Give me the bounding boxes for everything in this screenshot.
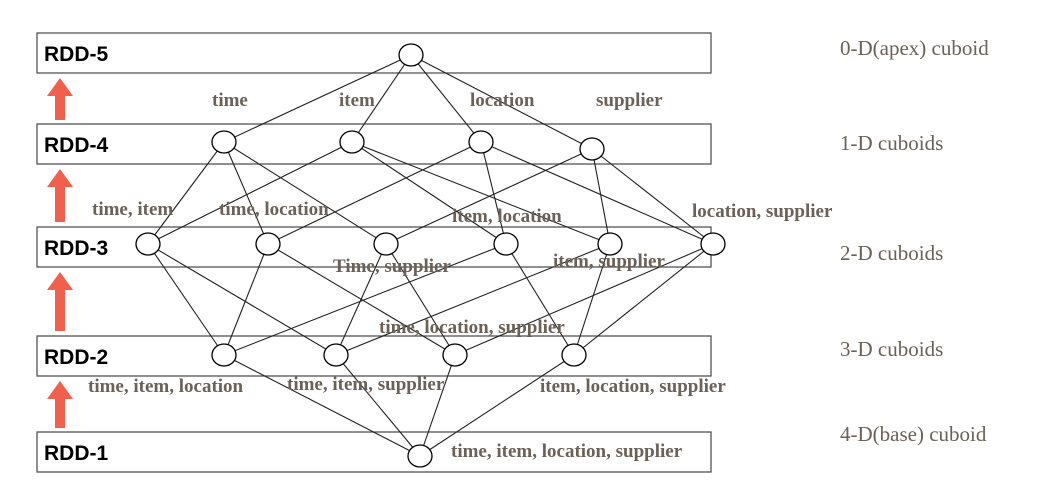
node-til	[211, 343, 237, 367]
edge-item-il	[351, 141, 507, 245]
node-time	[211, 130, 237, 154]
up-arrow-icon	[47, 78, 73, 120]
rdd-4-label: RDD-4	[44, 134, 108, 157]
level-labels: 0-D(apex) cuboid 1-D cuboids 2-D cuboids…	[840, 36, 989, 446]
rdd-5-label: RDD-5	[44, 43, 108, 66]
node-label-time-item: time, item	[92, 199, 173, 220]
edge-location-il	[480, 141, 507, 245]
node-label-time-location: time, location	[219, 199, 329, 220]
rdd-5-box	[36, 32, 712, 74]
node-label-item: item	[339, 90, 375, 111]
node-label-item-location: item, location	[452, 206, 562, 227]
edge-supplier-ls	[591, 148, 714, 245]
node-label-time-item-supplier: time, item, supplier	[287, 374, 445, 395]
edge-ts-tis	[335, 243, 387, 356]
node-tl	[255, 232, 281, 256]
node-label-supplier: supplier	[596, 90, 663, 111]
node-ls	[700, 232, 726, 256]
node-label-time-supplier: Time, supplier	[333, 256, 451, 277]
edge-ts-tls	[385, 243, 456, 356]
node-ti	[135, 232, 161, 256]
edge-til-base	[223, 354, 421, 457]
edge-location-tl	[267, 141, 482, 245]
edge-ls-tls	[454, 243, 714, 356]
edge-tis-base	[335, 354, 421, 457]
node-labels: time item location supplier time, item t…	[88, 90, 833, 462]
edge-apex-supplier	[410, 54, 593, 150]
node-label-time: time	[212, 90, 248, 111]
edge-il-til	[223, 243, 507, 356]
edge-item-is	[351, 141, 611, 245]
edge-supplier-ts	[385, 148, 593, 245]
level-label-0d: 0-D(apex) cuboid	[840, 36, 989, 60]
rdd-2-box	[36, 335, 712, 377]
node-location	[468, 130, 494, 154]
node-item	[339, 130, 365, 154]
rdd-3-label: RDD-3	[44, 237, 108, 260]
edge-ti-til	[147, 243, 225, 356]
edge-time-ti	[147, 141, 225, 245]
edge-apex-item	[351, 54, 412, 143]
level-label-4d: 4-D(base) cuboid	[840, 422, 987, 446]
node-tis	[323, 343, 349, 367]
node-label-time-item-location: time, item, location	[88, 376, 244, 397]
node-ils	[561, 343, 587, 367]
rdd-labels: RDD-5 RDD-4 RDD-3 RDD-2 RDD-1	[44, 43, 108, 465]
node-tls	[442, 343, 468, 367]
edge-time-tl	[223, 141, 269, 245]
node-label-time-location-supplier: time, location, supplier	[379, 317, 565, 338]
edge-is-tis	[335, 243, 611, 356]
node-label-item-supplier: item, supplier	[553, 251, 665, 272]
edge-ls-ils	[573, 243, 714, 356]
edge-ti-tis	[147, 243, 337, 356]
level-label-3d: 3-D cuboids	[840, 337, 943, 361]
edge-location-ls	[480, 141, 714, 245]
edge-ils-base	[419, 354, 575, 457]
node-base	[407, 444, 433, 468]
lattice-edges	[147, 54, 714, 457]
edge-tls-base	[419, 354, 456, 457]
edge-is-ils	[573, 243, 611, 356]
edge-apex-time	[223, 54, 412, 143]
lattice-nodes	[135, 43, 726, 468]
node-is	[597, 232, 623, 256]
node-supplier	[579, 137, 605, 161]
node-ts	[373, 232, 399, 256]
node-il	[493, 232, 519, 256]
up-arrows	[47, 78, 73, 428]
edge-tl-til	[223, 243, 269, 356]
edge-il-ils	[505, 243, 575, 356]
level-label-1d: 1-D cuboids	[840, 131, 943, 155]
level-label-2d: 2-D cuboids	[840, 241, 943, 265]
node-label-item-location-supplier: item, location, supplier	[540, 376, 726, 397]
node-apex	[398, 43, 424, 67]
up-arrow-icon	[47, 169, 73, 222]
up-arrow-icon	[47, 272, 73, 331]
rdd-4-box	[36, 123, 712, 165]
edge-time-ts	[223, 141, 387, 245]
node-label-location-supplier: location, supplier	[692, 201, 833, 222]
edge-apex-location	[410, 54, 482, 143]
up-arrow-icon	[47, 381, 73, 428]
rdd-1-box	[36, 431, 712, 473]
node-label-location: location	[470, 90, 535, 111]
node-label-base: time, item, location, supplier	[451, 441, 683, 462]
rdd-1-label: RDD-1	[44, 442, 108, 465]
rdd-2-label: RDD-2	[44, 346, 108, 369]
edge-item-ti	[147, 141, 353, 245]
edge-supplier-is	[591, 148, 611, 245]
